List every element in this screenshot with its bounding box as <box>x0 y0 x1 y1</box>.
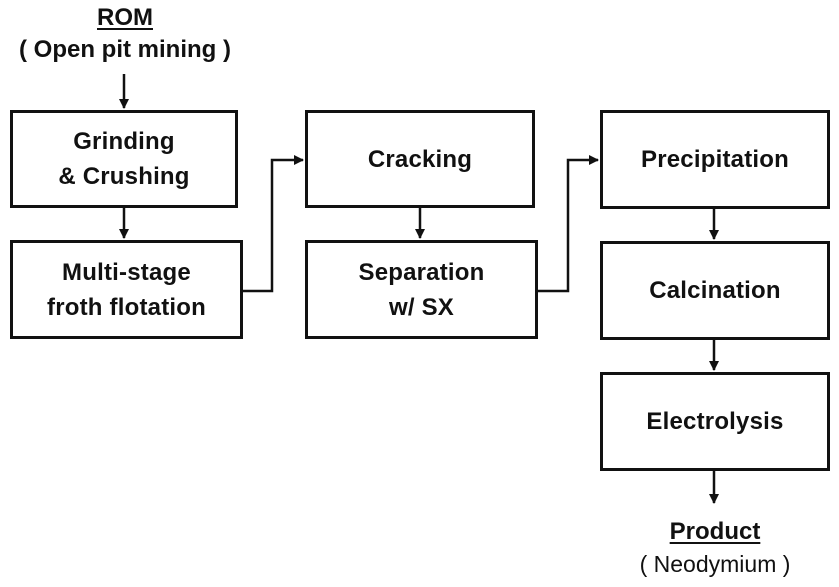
step-froth-flotation-label: Multi-stage froth flotation <box>47 258 206 321</box>
step-separation-sx-label: Separation w/ SX <box>358 258 485 321</box>
step-separation-sx: Separation w/ SX <box>305 240 538 339</box>
step-cracking: Cracking <box>305 110 535 208</box>
step-calcination: Calcination <box>600 241 830 340</box>
step-grinding-crushing-label: Grinding & Crushing <box>58 128 190 190</box>
product-label: Product ( Neodymium ) <box>590 516 839 580</box>
product-title: Product <box>669 518 761 545</box>
step-grinding-crushing: Grinding & Crushing <box>10 110 238 208</box>
step-calcination-label: Calcination <box>649 277 781 304</box>
step-electrolysis-label: Electrolysis <box>646 408 784 435</box>
step-precipitation: Precipitation <box>600 110 830 209</box>
step-froth-flotation: Multi-stage froth flotation <box>10 240 243 339</box>
arrow-separation-to-precipitation <box>538 155 599 293</box>
step-precipitation-label: Precipitation <box>641 146 789 173</box>
source-subtitle: ( Open pit mining ) <box>19 36 231 63</box>
source-title: ROM <box>97 4 153 31</box>
step-cracking-label: Cracking <box>367 145 473 173</box>
source-label: ROM ( Open pit mining ) <box>0 2 250 66</box>
step-electrolysis: Electrolysis <box>600 372 830 471</box>
product-subtitle: ( Neodymium ) <box>639 551 791 577</box>
arrow-flotation-to-cracking <box>243 155 304 293</box>
